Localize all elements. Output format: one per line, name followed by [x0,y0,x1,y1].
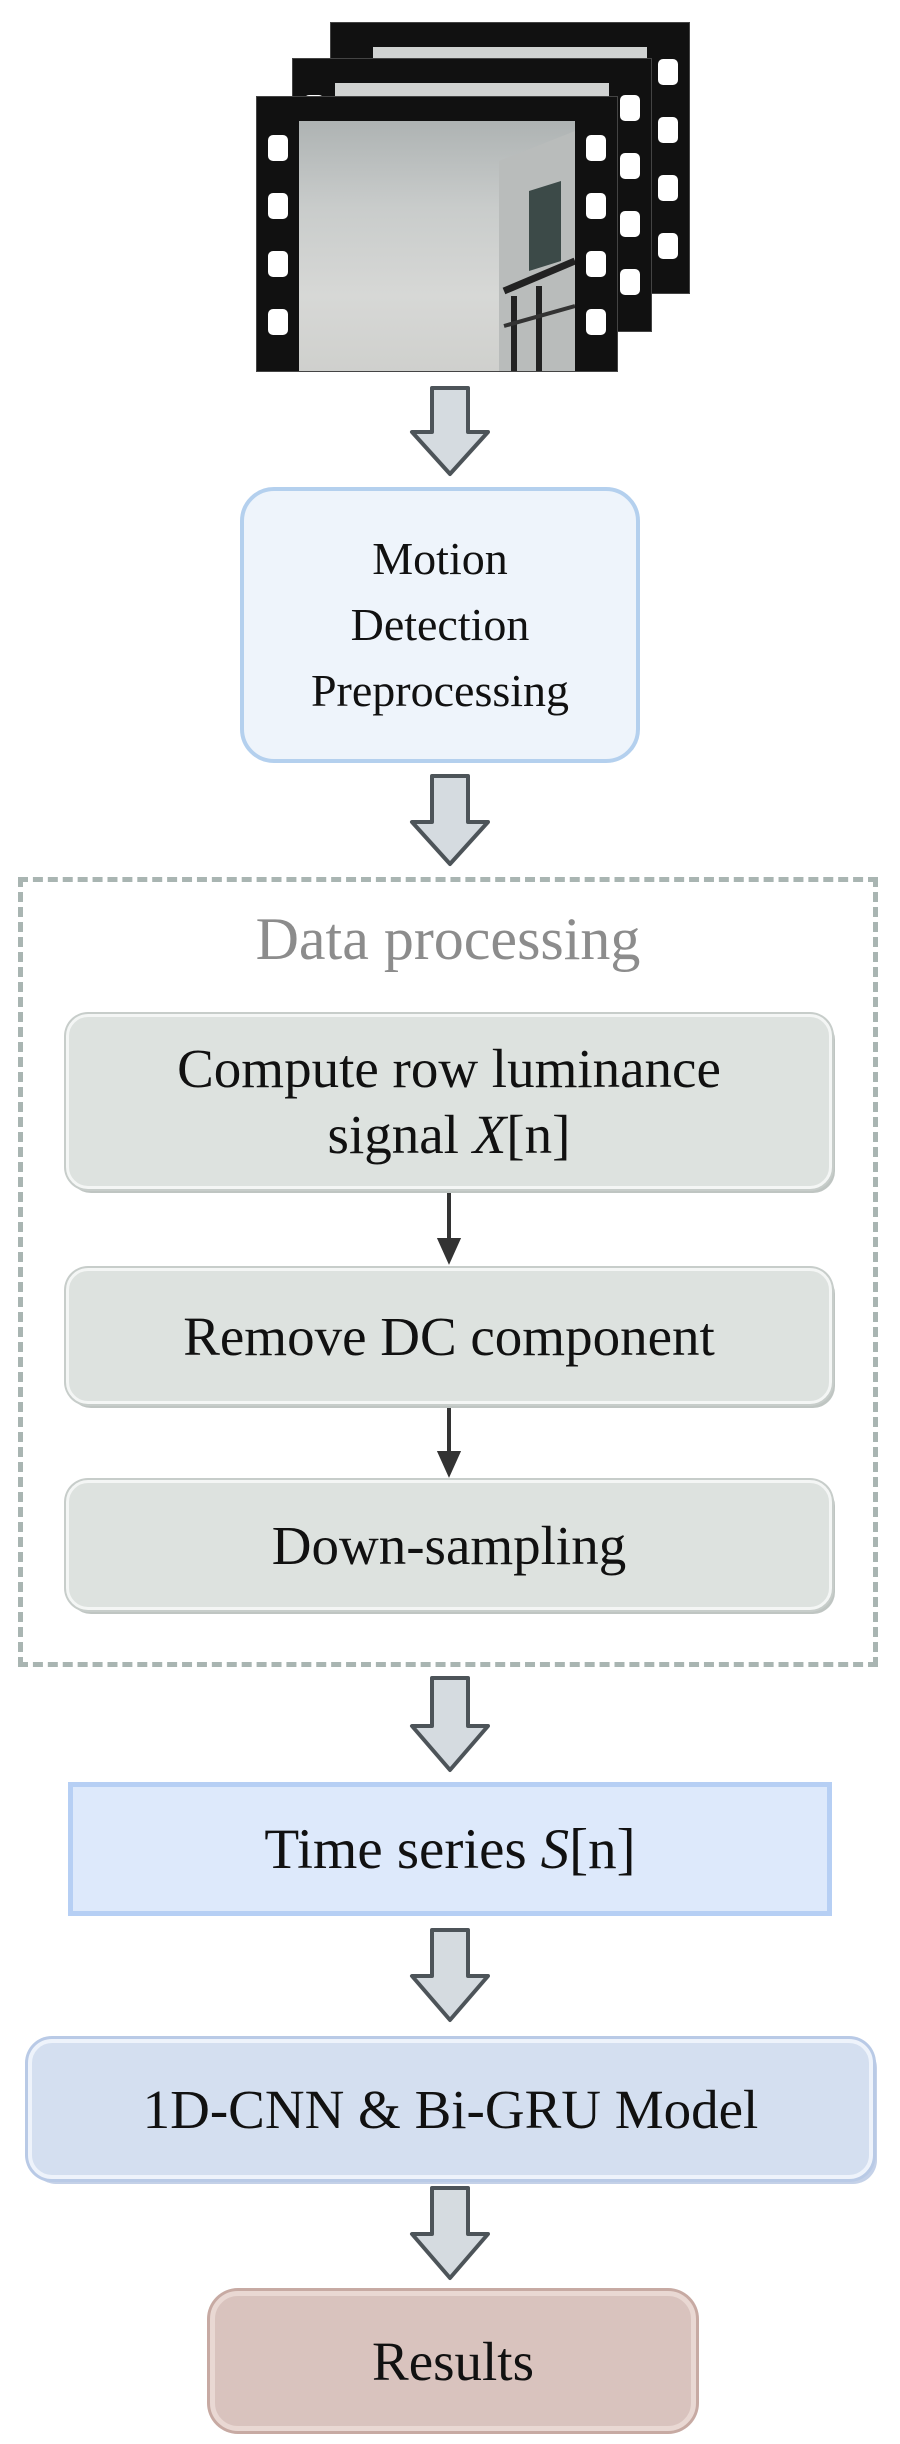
results-box: Results [210,2291,696,2431]
compute-luminance-box: Compute row luminance signal X[n] [66,1014,832,1189]
data-processing-title: Data processing [255,906,641,972]
compute-line-1: Compute row luminance [177,1037,721,1099]
model-box: 1D-CNN & Bi-GRU Model [28,2039,873,2179]
hollow-arrow-5 [410,2186,490,2280]
time-series-box: Time series S[n] [68,1782,832,1916]
data-processing-group [18,877,878,1667]
motion-line-3: Preprocessing [310,665,570,716]
motion-line-2: Detection [350,599,530,650]
hollow-arrow-3 [410,1676,490,1772]
hollow-arrow-2 [410,774,490,866]
film-frame-front [256,96,618,372]
compute-line-2: signal X[n] [327,1103,571,1165]
hollow-arrow-1 [410,386,490,476]
hollow-arrow-4 [410,1928,490,2022]
downsampling-box: Down-sampling [66,1480,832,1610]
motion-line-1: Motion [372,533,508,584]
motion-detection-box: Motion Detection Preprocessing [240,487,640,763]
remove-dc-box: Remove DC component [66,1268,832,1404]
